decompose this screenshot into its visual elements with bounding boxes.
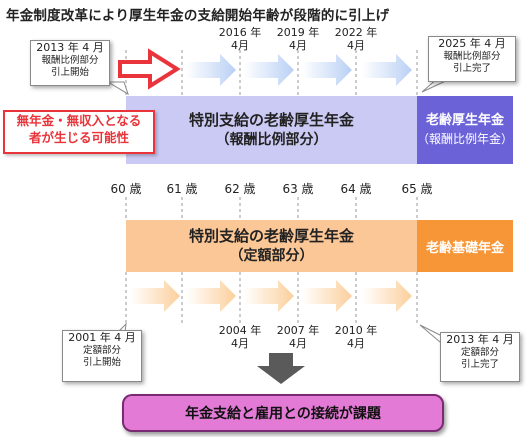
top-year-label: 2022 年 4月	[334, 26, 378, 52]
callout-pointer	[106, 81, 129, 96]
top-start-callout: 2013 年 4 月 報酬比例部分 引上開始	[30, 40, 110, 86]
top-step-arrow	[244, 54, 294, 86]
bottom-step-arrow	[302, 280, 352, 312]
bottom-year-label: 2007 年 4月	[276, 324, 320, 350]
top-year-label: 2016 年 4月	[218, 26, 262, 52]
top-step-arrows	[186, 54, 412, 86]
top-band-old-age-pension: 老齢厚生年金 （報酬比例年金）	[417, 96, 513, 164]
top-step-arrow	[186, 54, 236, 86]
page-title: 年金制度改革により厚生年金の支給開始年齢が段階的に引上げ	[6, 8, 390, 24]
down-arrow	[257, 353, 305, 384]
age-label-62: 62 歳	[224, 182, 256, 196]
bottom-step-arrow	[362, 280, 412, 312]
issue-banner: 年金支給と雇用との接続が課題	[122, 394, 444, 432]
bottom-end-callout: 2013 年 4 月 定額部分 引上完了	[440, 332, 520, 382]
top-band-special-pension: 特別支給の老齢厚生年金 （報酬比例部分）	[126, 96, 417, 164]
bottom-step-arrow	[186, 280, 236, 312]
top-step-arrow	[362, 54, 412, 86]
bottom-band-basic-pension: 老齢基礎年金	[417, 220, 513, 272]
top-year-label: 2019 年 4月	[276, 26, 320, 52]
warning-arrow	[118, 48, 181, 90]
age-label-60: 60 歳	[110, 182, 142, 196]
age-label-64: 64 歳	[340, 182, 372, 196]
bottom-step-arrows	[130, 280, 412, 312]
bottom-year-label: 2010 年 4月	[334, 324, 378, 350]
age-label-61: 61 歳	[166, 182, 198, 196]
warning-box: 無年金・無収入となる 者が生じる可能性	[3, 110, 155, 154]
age-label-65: 65 歳	[401, 182, 433, 196]
age-label-63: 63 歳	[282, 182, 314, 196]
bottom-year-label: 2004 年 4月	[218, 324, 262, 350]
bottom-step-arrow	[130, 280, 180, 312]
bottom-start-callout: 2001 年 4 月 定額部分 引上開始	[62, 330, 142, 382]
bottom-step-arrow	[244, 280, 294, 312]
top-step-arrow	[302, 54, 352, 86]
bottom-band-special-pension: 特別支給の老齢厚生年金 （定額部分）	[126, 220, 417, 272]
top-end-callout: 2025 年 4 月 報酬比例部分 引上完了	[428, 36, 516, 82]
